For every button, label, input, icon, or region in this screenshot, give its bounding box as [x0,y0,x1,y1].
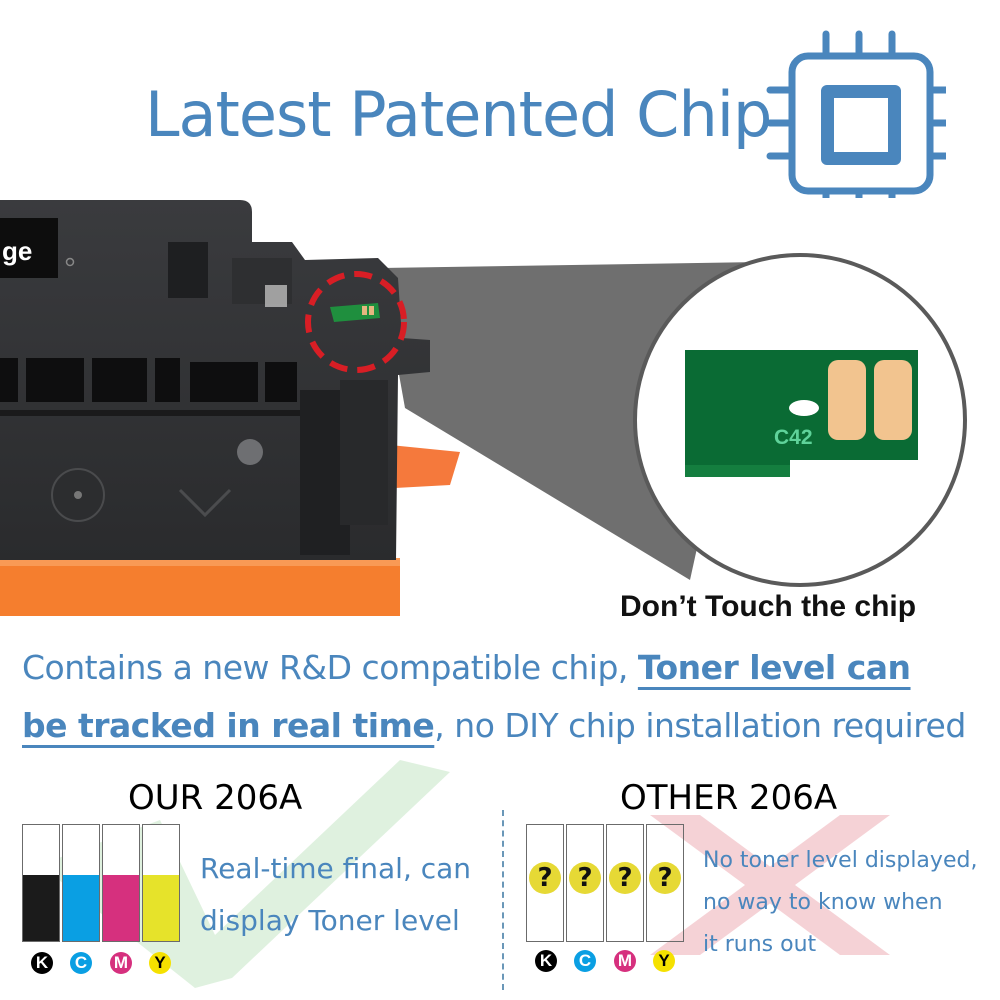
other-toner-levels: ? ? ? ? K C M Y [526,824,696,974]
badge-c: C [70,952,92,974]
unknown-level-icon: ? [529,862,561,894]
section-divider [502,810,504,990]
chip-icon [766,30,946,198]
our-toner-levels: K C M Y [22,824,192,974]
toner-bar-m [102,824,140,942]
badge-y: Y [653,950,675,972]
other-description: No toner level displayed, no way to know… [703,840,977,966]
badge-y: Y [149,952,171,974]
description-line-1: Contains a new R&D compatible chip, Tone… [22,648,911,687]
chip-warning-caption: Don’t Touch the chip [620,590,917,623]
svg-text:C42: C42 [774,426,813,449]
toner-bar-c: ? [566,824,604,942]
our-section-title: OUR 206A [128,778,303,818]
description-line-2: be tracked in real time, no DIY chip ins… [22,706,966,745]
toner-bar-k [22,824,60,942]
description-text: , no DIY chip installation required [434,706,966,745]
unknown-level-icon: ? [649,862,681,894]
toner-bar-y [142,824,180,942]
badge-m: M [110,952,132,974]
other-description-line: it runs out [703,932,817,957]
toner-bar-y: ? [646,824,684,942]
our-description-line: display Toner level [200,904,460,937]
page-title: Latest Patented Chip [145,78,772,151]
toner-bar-c [62,824,100,942]
other-description-line: No toner level displayed, [703,848,978,873]
our-description: Real-time final, can display Toner level [200,843,471,947]
description-text: Contains a new R&D compatible chip, [22,648,638,687]
badge-m: M [614,950,636,972]
cross-mark-icon [650,815,890,955]
our-description-line: Real-time final, can [200,852,472,885]
toner-cartridge-image: ge C42 [0,200,967,616]
description-highlight: Toner level can [637,648,911,687]
toner-bar-m: ? [606,824,644,942]
description-highlight: be tracked in real time [22,706,435,745]
svg-text:ge: ge [2,236,32,266]
other-section-title: OTHER 206A [620,778,838,818]
toner-bar-k: ? [526,824,564,942]
unknown-level-icon: ? [569,862,601,894]
badge-k: K [31,952,53,974]
other-description-line: no way to know when [703,890,943,915]
unknown-level-icon: ? [609,862,641,894]
badge-k: K [535,950,557,972]
badge-c: C [574,950,596,972]
